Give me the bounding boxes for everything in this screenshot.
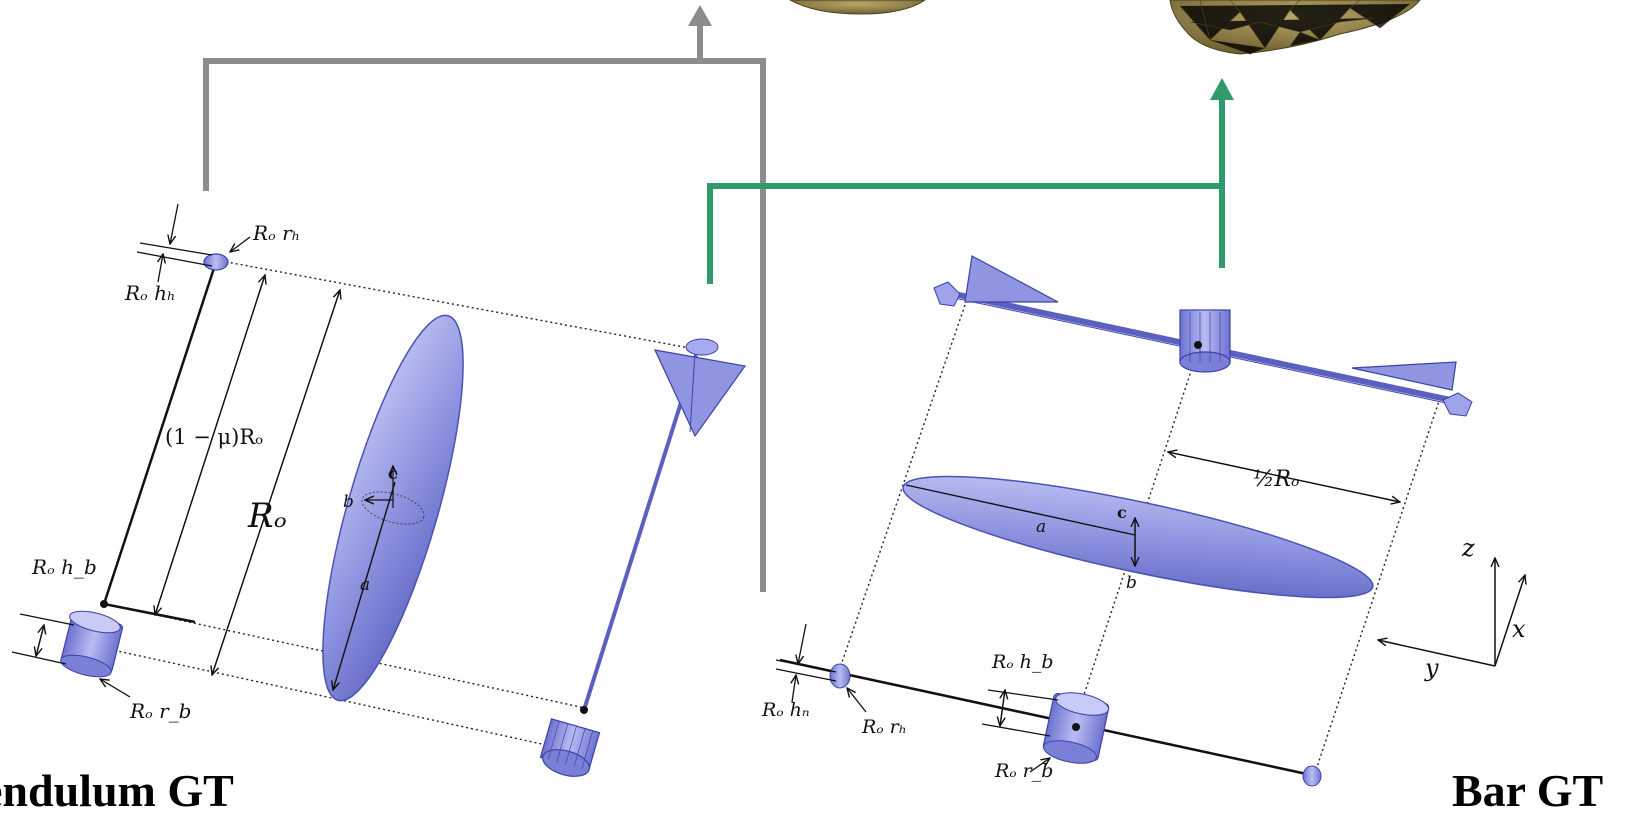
label-ro-hn-right: Rₒ hₙ xyxy=(761,699,810,721)
caption-pendulum-gt: endulum GT xyxy=(0,765,234,816)
label-a-left: a xyxy=(360,575,370,595)
label-ro-rb-left: Rₒ r_b xyxy=(129,699,191,723)
axis-x-label: x xyxy=(1512,615,1526,643)
pendulum-bottom-cylinder xyxy=(539,718,601,777)
axes-triad: z x y xyxy=(1378,534,1526,682)
mesh-right-fragment xyxy=(1169,0,1421,55)
gray-connector xyxy=(203,5,766,592)
label-ro-hb-right: Rₒ h_b xyxy=(991,651,1054,673)
label-half-ro: ½Rₒ xyxy=(1253,467,1299,492)
label-a-right: a xyxy=(1036,517,1046,537)
label-c-left: c xyxy=(388,464,398,483)
bar-bottom-cylinder xyxy=(1042,692,1110,764)
label-c-right: c xyxy=(1117,503,1127,522)
pendulum-diagram: Rₒ rₕ Rₒ hₕ (1 − μ)Rₒ Rₒ Rₒ h_b Rₒ r_b a… xyxy=(11,203,747,777)
axis-z-label: z xyxy=(1461,534,1475,562)
label-one-minus-mu-ro: (1 − μ)Rₒ xyxy=(165,425,263,449)
label-ro-hb-left: Rₒ h_b xyxy=(31,555,97,579)
bar-center-cylinder xyxy=(1179,309,1231,373)
mesh-left-fragment xyxy=(788,0,926,15)
label-b-right: b xyxy=(1126,573,1137,593)
label-ro-rb-right: Rₒ r_b xyxy=(994,760,1053,782)
label-ro-rh-left: Rₒ rₕ xyxy=(252,221,300,245)
green-connector xyxy=(707,78,1234,284)
label-ro-large: Rₒ xyxy=(247,496,287,536)
label-b-left: b xyxy=(343,492,354,512)
bar-diagram: ½Rₒ a c b Rₒ h_b Rₒ hₙ Rₒ rₕ Rₒ r_b xyxy=(761,255,1473,787)
label-ro-rh-right: Rₒ rₕ xyxy=(861,716,907,738)
label-ro-hh-left: Rₒ hₕ xyxy=(124,281,176,305)
axis-y-label: y xyxy=(1424,654,1439,682)
pendulum-left-cylinder xyxy=(60,610,124,678)
caption-bar-gt: Bar GT xyxy=(1452,765,1604,816)
